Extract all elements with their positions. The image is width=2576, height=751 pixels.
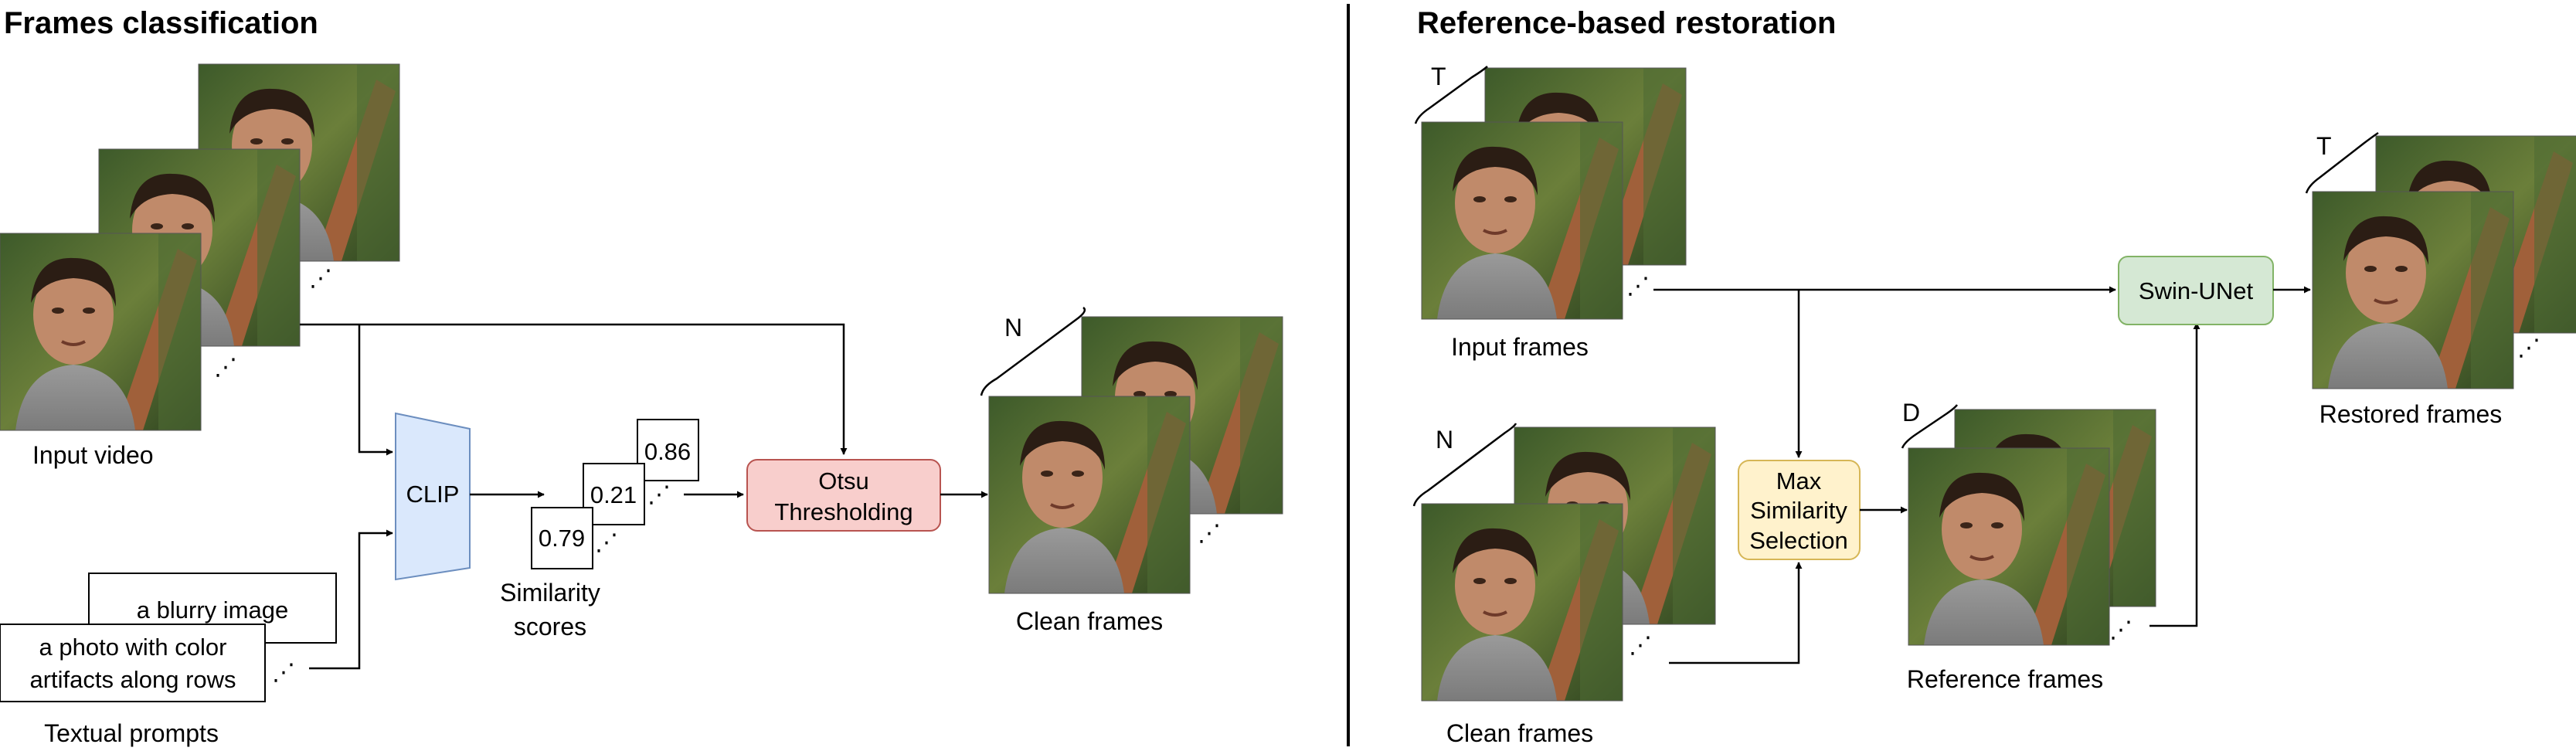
score-box-3 [637,419,699,481]
left-section-title: Frames classification [4,6,318,40]
max-sim-label-line2: Similarity [1750,497,1847,524]
clean-frames-stack: ⋰ [987,315,1284,595]
reference-frames-label: Reference frames [1907,665,2103,693]
reference-frames-stack: ⋰ [1907,408,2157,647]
ellipsis-icon: ⋰ [1626,273,1650,300]
restored-frames-label: Restored frames [2319,400,2503,428]
reference-frames-brace [1901,404,1958,449]
similarity-scores: 0.86 0.21 0.79 ⋰ ⋰ [531,419,699,569]
input-frames-stack: ⋰ [1420,66,1687,321]
max-sim-label-line3: Selection [1749,527,1848,554]
right-clean-frames-stack: ⋰ [1420,426,1717,702]
right-clean-frames-label: Clean frames [1446,719,1593,747]
clean-frames-brace [980,306,1086,396]
prompt-text-1: a blurry image [137,596,288,624]
score-value-3: 0.86 [644,438,691,465]
score-box-2 [583,463,645,525]
reference-frames-brace-label: D [1902,399,1920,426]
score-value-1: 0.79 [539,525,585,552]
restored-frames-brace-label: T [2316,132,2332,160]
max-sim-label-line1: Max [1776,467,1822,494]
input-video-label: Input video [32,441,154,469]
clip-encoder [395,412,471,581]
reference-frame-1 [1907,447,2111,647]
input-frames-brace [1414,66,1488,124]
ellipsis-icon: ⋰ [2109,617,2133,644]
restored-frames-stack: ⋰ [2311,134,2576,390]
similarity-label-line1: Similarity [500,579,600,607]
restored-frame-1 [2311,190,2515,390]
otsu-label-line2: Thresholding [774,498,912,525]
input-video-stack: ⋰ ⋰ [0,63,401,432]
ellipsis-icon: ⋰ [595,529,618,556]
edge-video-to-clip [358,325,393,456]
swin-unet-label: Swin-UNet [2139,277,2254,304]
textual-prompts-label: Textual prompts [44,719,219,747]
otsu-label-line1: Otsu [818,467,868,494]
ellipsis-icon: ⋰ [214,354,237,381]
right-clean-frames-brace-label: N [1436,426,1453,454]
input-video-frame-1 [0,232,202,432]
clean-frame-1 [987,395,1191,595]
edge-prompts-to-clip [309,529,393,670]
clip-label: CLIP [406,481,460,508]
similarity-label-line2: scores [514,613,586,641]
ellipsis-icon: ⋰ [309,265,332,292]
right-section-title: Reference-based restoration [1417,6,1836,40]
input-frames-label: Input frames [1451,333,1589,361]
edge-clean-to-maxsim [1669,562,1803,664]
prompt-text-2-line2: artifacts along rows [29,666,236,693]
ellipsis-icon: ⋰ [1198,520,1221,547]
restored-frames-brace [2305,131,2379,194]
edge-video-to-otsu [300,323,848,455]
score-box-1 [531,507,593,569]
score-value-2: 0.21 [590,481,637,508]
ellipsis-icon: ⋰ [1629,632,1652,659]
clean-frames-label: Clean frames [1016,607,1163,635]
clean-frames-brace-label: N [1004,314,1022,342]
input-frames-brace-label: T [1431,63,1446,90]
input-frame-1 [1420,121,1624,321]
prompt-text-2-line1: a photo with color [39,634,227,661]
ellipsis-icon: ⋰ [647,481,671,508]
ellipsis-icon: ⋰ [272,659,295,686]
prompt-box-2 [0,624,266,702]
edge-reference-to-swin [2149,322,2200,627]
right-clean-frames-brace [1412,423,1517,507]
right-clean-frame-1 [1420,502,1624,702]
ellipsis-icon: ⋰ [2517,335,2540,362]
